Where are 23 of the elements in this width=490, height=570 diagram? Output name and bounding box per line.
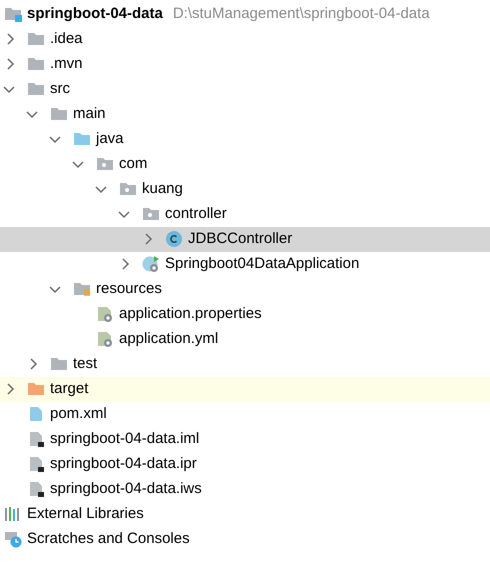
file-name: controller — [165, 205, 227, 223]
file-name: resources — [96, 280, 162, 298]
file-name: target — [50, 380, 88, 398]
file-name: main — [73, 105, 106, 123]
project-name: springboot-04-data — [27, 5, 163, 23]
file-name: com — [119, 155, 148, 173]
file-name: pom.xml — [50, 405, 107, 423]
file-name: application.yml — [119, 330, 218, 348]
file-name: kuang — [142, 180, 183, 198]
file-name: springboot-04-data.ipr — [50, 455, 197, 473]
file-name: src — [50, 80, 70, 98]
file-name: JDBCController — [188, 230, 292, 248]
tree-item-label: External Libraries — [27, 505, 144, 523]
file-name: test — [73, 355, 98, 373]
project-path: D:\stuManagement\springboot-04-data — [172, 5, 430, 23]
file-name: application.properties — [119, 305, 262, 323]
file-name: Springboot04DataApplication — [165, 255, 360, 273]
file-name: .mvn — [50, 55, 83, 73]
file-name: springboot-04-data.iws — [50, 480, 202, 498]
file-name: .idea — [50, 30, 83, 48]
file-name: springboot-04-data.iml — [50, 430, 200, 448]
tree-item-label: Scratches and Consoles — [27, 530, 190, 548]
file-name: java — [96, 130, 124, 148]
